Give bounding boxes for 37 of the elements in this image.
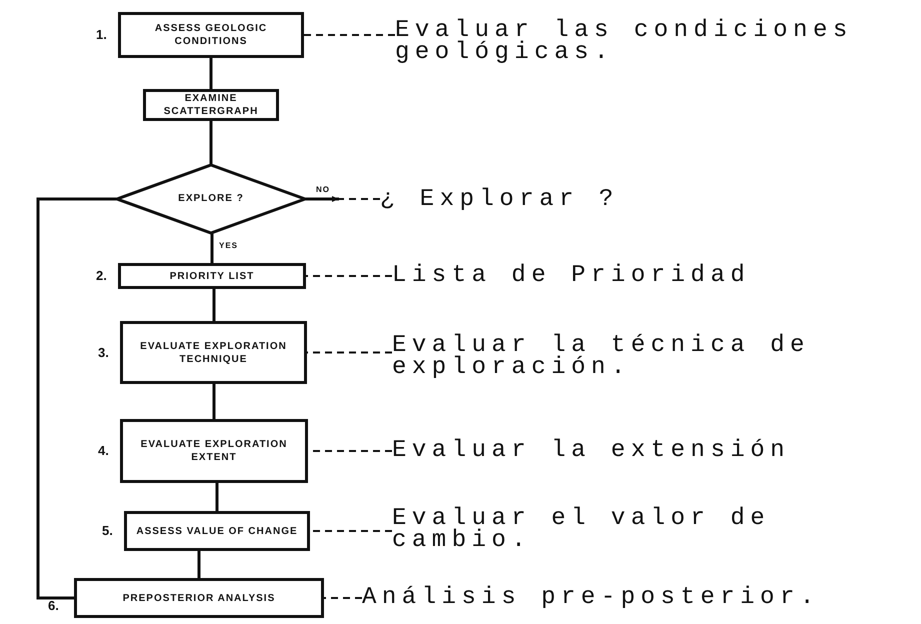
process-box: PREPOSTERIOR ANALYSIS <box>74 578 324 618</box>
edge-label: YES <box>218 241 240 250</box>
step-number: 3. <box>98 344 109 360</box>
process-box: ASSESS GEOLOGIC CONDITIONS <box>118 12 304 58</box>
connector-line <box>210 121 212 165</box>
annotation-text: Evaluar la técnica de exploración. <box>392 333 882 381</box>
leader-line <box>305 198 380 200</box>
annotation-text: Evaluar el valor de cambio. <box>392 506 882 554</box>
process-box: ASSESS VALUE OF CHANGE <box>124 511 310 551</box>
connector-line <box>305 196 339 202</box>
leader-line <box>310 530 392 532</box>
leader-line <box>324 597 362 599</box>
edge-label: NO <box>315 185 331 194</box>
annotation-text: Evaluar la extensión <box>392 438 882 464</box>
connector-line <box>212 289 216 321</box>
process-box: EVALUATE EXPLORATION TECHNIQUE <box>120 321 307 384</box>
process-box: EVALUATE EXPLORATION EXTENT <box>120 419 308 483</box>
connector-line <box>212 384 216 419</box>
annotation-text: Lista de Prioridad <box>392 263 852 289</box>
leader-line <box>304 34 395 36</box>
step-number: 6. <box>48 598 59 613</box>
connector-line <box>198 551 200 578</box>
annotation-text: Evaluar las condiciones geológicas. <box>395 18 895 66</box>
connector-line <box>36 198 117 600</box>
step-number: 4. <box>98 443 109 458</box>
connector-line <box>210 58 212 89</box>
leader-line <box>307 352 392 354</box>
annotation-text: ¿ Explorar ? <box>380 187 700 213</box>
process-box: PRIORITY LIST <box>118 263 306 289</box>
connector-line <box>210 233 214 263</box>
step-number: 5. <box>102 523 113 538</box>
leader-line <box>306 275 392 277</box>
step-number: 2. <box>96 268 107 283</box>
connector-line <box>216 483 218 511</box>
step-number: 1. <box>96 27 107 42</box>
process-box: EXAMINE SCATTERGRAPH <box>143 89 279 121</box>
annotation-text: Análisis pre-posterior. <box>362 585 902 611</box>
